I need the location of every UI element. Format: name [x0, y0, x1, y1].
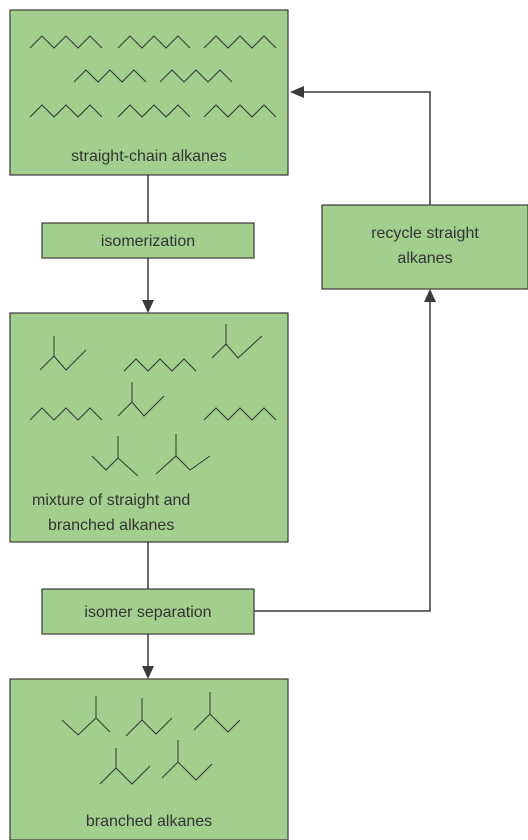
straight-alkane-molecules	[29, 35, 277, 118]
recycle-label-line1: recycle straight	[371, 225, 479, 242]
branched-alkane-molecules	[61, 692, 241, 785]
mixture-label-line2: branched alkanes	[48, 517, 174, 534]
product-box: branched alkanes	[9, 678, 289, 840]
mixed-alkane-molecules	[29, 324, 277, 477]
product-label: branched alkanes	[86, 813, 212, 830]
arrow-separation-to-recycle	[254, 300, 431, 612]
isomerization-label: isomerization	[101, 233, 195, 250]
arrowhead-to-mixture	[142, 300, 154, 313]
recycle-box: recycle straight alkanes	[321, 204, 528, 290]
feed-box: straight-chain alkanes	[9, 9, 289, 176]
recycle-label-line2: alkanes	[397, 250, 452, 267]
arrowhead-to-recycle	[424, 289, 436, 302]
feed-label: straight-chain alkanes	[71, 148, 227, 165]
separation-box: isomer separation	[41, 588, 255, 635]
arrowhead-to-product	[142, 666, 154, 679]
separation-label: isomer separation	[84, 604, 211, 621]
mixture-box: mixture of straight and branched alkanes	[9, 312, 289, 543]
arrow-recycle-to-feed	[302, 91, 431, 205]
mixture-label-line1: mixture of straight and	[32, 492, 190, 509]
isomerization-box: isomerization	[41, 222, 255, 259]
arrowhead-to-feed	[290, 86, 304, 98]
